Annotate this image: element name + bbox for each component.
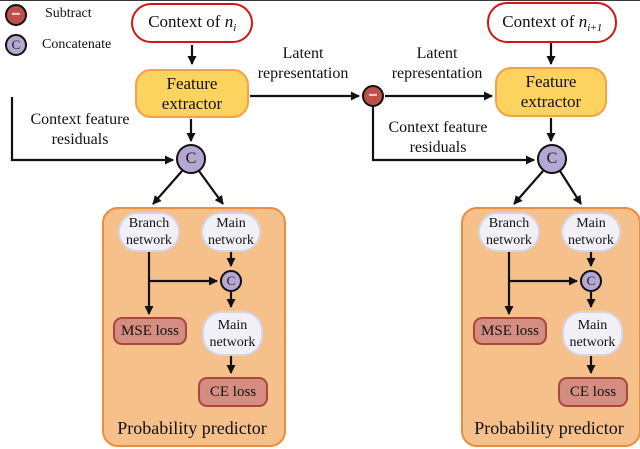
context-feature-residuals-label-left: Context feature residuals — [30, 111, 130, 148]
branch-network-right: Branch network — [478, 212, 540, 252]
minus-glyph: − — [368, 78, 378, 113]
concat-node-left: C — [176, 144, 206, 174]
context-feature-residuals-label-right: Context feature residuals — [388, 119, 488, 156]
context-node-right: Context of ni+1 — [487, 2, 617, 43]
predictor-title-left: Probability predictor — [117, 418, 267, 438]
context-left-text: Context of ni — [148, 12, 236, 34]
legend-subtract-icon: − — [5, 0, 27, 32]
context-right-text: Context of ni+1 — [502, 11, 602, 34]
subtract-node: − — [362, 78, 384, 113]
ce-loss-right: CE loss — [558, 377, 628, 407]
main-network-top-left: Main network — [201, 212, 261, 252]
concat-node-small-left: C — [220, 270, 242, 292]
concat-node-right: C — [537, 144, 567, 174]
legend-concatenate-icon: C — [5, 34, 27, 56]
minus-glyph: − — [11, 0, 21, 32]
legend-concatenate-label: Concatenate — [42, 37, 112, 52]
legend-subtract-label: Subtract — [45, 6, 92, 21]
concatenate-glyph: C — [11, 37, 21, 52]
mse-loss-left: MSE loss — [113, 317, 187, 345]
ce-loss-left: CE loss — [198, 377, 268, 407]
feature-extractor-right: Feature extractor — [495, 67, 607, 117]
context-node-left: Context of ni — [131, 3, 253, 43]
latent-representation-label-left: Latent representation — [257, 45, 349, 82]
feature-extractor-left: Feature extractor — [135, 69, 249, 118]
main-network-top-right: Main network — [561, 212, 621, 252]
predictor-title-right: Probability predictor — [474, 418, 624, 438]
concat-node-small-right: C — [580, 270, 602, 292]
mse-loss-right: MSE loss — [473, 317, 547, 345]
branch-network-left: Branch network — [118, 212, 180, 252]
main-network-bottom-right: Main network — [562, 311, 623, 356]
figure-top-rule — [0, 0, 640, 1]
latent-representation-label-right: Latent representation — [391, 45, 483, 82]
main-network-bottom-left: Main network — [202, 311, 263, 356]
